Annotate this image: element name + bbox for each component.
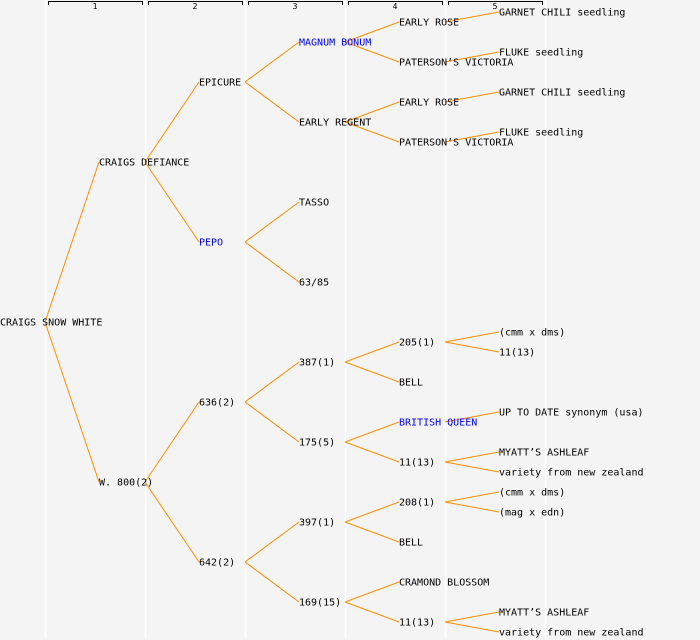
connector-lines <box>44 11 500 633</box>
generation-header-4: 4 <box>393 2 398 11</box>
generation-bracket <box>148 1 243 5</box>
connector-line <box>344 361 400 383</box>
generation-columns <box>44 0 547 638</box>
ancestor-node: 169(15) <box>299 598 341 609</box>
ancestor-node[interactable]: BRITISH QUEEN <box>399 418 477 429</box>
connector-line <box>344 121 400 143</box>
connector-line <box>344 421 400 443</box>
ancestor-node: (cmm x dms) <box>499 488 565 499</box>
generation-header-5: 5 <box>493 2 498 11</box>
connector-line <box>344 501 400 523</box>
ancestor-node: BELL <box>399 538 423 549</box>
ancestor-node: variety from new zealand <box>499 628 644 639</box>
ancestor-node: MYATT’S ASHLEAF <box>499 448 589 459</box>
generation-header-3: 3 <box>293 2 298 11</box>
generation-bracket <box>448 1 543 5</box>
pedigree-nodes: CRAIGS SNOW WHITE CRAIGS DEFIANCE EPICURE M… <box>0 8 644 639</box>
connector-line <box>244 201 300 243</box>
ancestor-node: 636(2) <box>199 398 235 409</box>
connector-line <box>444 451 500 463</box>
ancestor-node: CRAMOND BLOSSOM <box>399 578 489 589</box>
connector-line <box>444 341 500 353</box>
ancestor-node: 205(1) <box>399 338 435 349</box>
ancestor-node: 63/85 <box>299 278 329 289</box>
connector-line <box>444 501 500 513</box>
ancestor-node: (mag x edn) <box>499 508 565 519</box>
connector-line <box>444 331 500 343</box>
connector-line <box>344 581 400 603</box>
ancestor-node: FLUKE seedling <box>499 48 583 59</box>
ancestor-node: FLUKE seedling <box>499 128 583 139</box>
ancestor-node: UP TO DATE synonym (usa) <box>499 408 644 419</box>
ancestor-node: EARLY ROSE <box>399 18 459 29</box>
connector-line <box>344 601 400 623</box>
connector-line <box>144 81 200 163</box>
connector-line <box>244 241 300 283</box>
connector-line <box>244 521 300 563</box>
generation-bracket <box>248 1 343 5</box>
ancestor-node: W. 800(2) <box>99 478 153 489</box>
connector-line <box>344 101 400 123</box>
connector-line <box>444 411 500 423</box>
connector-line <box>344 341 400 363</box>
ancestor-node: 175(5) <box>299 438 335 449</box>
ancestor-node: 387(1) <box>299 358 335 369</box>
ancestor-node: MYATT’S ASHLEAF <box>499 608 589 619</box>
root-variety: CRAIGS SNOW WHITE <box>0 318 102 329</box>
ancestor-node: EPICURE <box>199 78 241 89</box>
ancestor-node: (cmm x dms) <box>499 328 565 339</box>
ancestor-node: EARLY ROSE <box>399 98 459 109</box>
ancestor-node: 642(2) <box>199 558 235 569</box>
generation-header-1: 1 <box>93 2 98 11</box>
connector-line <box>444 91 500 103</box>
connector-line <box>444 461 500 473</box>
ancestor-node: EARLY REGENT <box>299 118 371 129</box>
generation-bracket <box>48 1 143 5</box>
ancestor-node: TASSO <box>299 198 329 209</box>
connector-line <box>244 361 300 403</box>
ancestor-node: PATERSON’S VICTORIA <box>399 58 513 69</box>
connector-line <box>144 161 200 243</box>
connector-line <box>444 621 500 633</box>
ancestor-node: 11(13) <box>399 618 435 629</box>
connector-line <box>144 481 200 563</box>
generation-header-2: 2 <box>193 2 198 11</box>
ancestor-node: GARNET CHILI seedling <box>499 88 625 99</box>
ancestor-node: CRAIGS DEFIANCE <box>99 158 189 169</box>
ancestor-node[interactable]: MAGNUM BONUM <box>299 38 371 49</box>
connector-line <box>444 11 500 23</box>
connector-line <box>444 131 500 143</box>
connector-line <box>244 401 300 443</box>
connector-line <box>444 51 500 63</box>
connector-line <box>444 491 500 503</box>
connector-line <box>444 611 500 623</box>
connector-line <box>244 561 300 603</box>
ancestor-node: 11(13) <box>399 458 435 469</box>
ancestor-node[interactable]: PEPO <box>199 238 223 249</box>
ancestor-node: BELL <box>399 378 423 389</box>
connector-line <box>44 321 100 483</box>
ancestor-node: GARNET CHILI seedling <box>499 8 625 19</box>
connector-line <box>344 441 400 463</box>
connector-line <box>344 41 400 63</box>
connector-line <box>144 401 200 483</box>
connector-line <box>244 41 300 83</box>
connector-line <box>244 81 300 123</box>
generation-bracket <box>348 1 443 5</box>
connector-line <box>44 161 100 323</box>
connector-line <box>344 521 400 543</box>
ancestor-node: 397(1) <box>299 518 335 529</box>
generation-headers: 1 2 3 4 5 <box>48 1 543 11</box>
ancestor-node: 11(13) <box>499 348 535 359</box>
ancestor-node: PATERSON’S VICTORIA <box>399 138 513 149</box>
connector-line <box>344 21 400 43</box>
ancestor-node: 208(1) <box>399 498 435 509</box>
ancestor-node: variety from new zealand <box>499 468 644 479</box>
